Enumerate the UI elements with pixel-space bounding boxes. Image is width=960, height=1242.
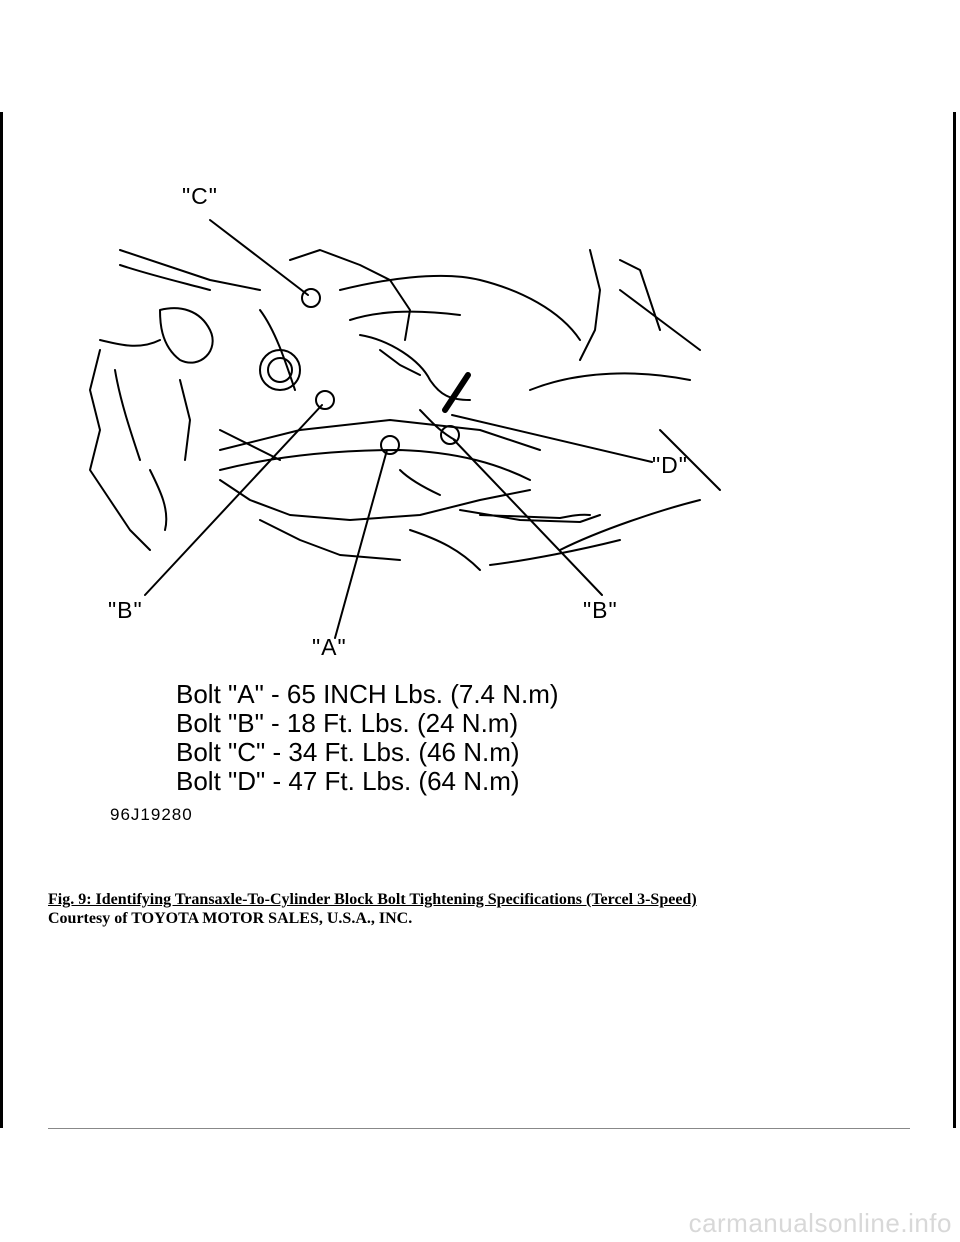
spec-bolt-a: Bolt "A" - 65 INCH Lbs. (7.4 N.m): [176, 679, 559, 709]
figure-code: 96J19280: [110, 805, 193, 824]
caption-title: Fig. 9: Identifying Transaxle-To-Cylinde…: [48, 891, 697, 908]
page-bottom-rule: [48, 1128, 910, 1129]
spec-bolt-d: Bolt "D" - 47 Ft. Lbs. (64 N.m): [176, 766, 520, 796]
caption-credit: Courtesy of TOYOTA MOTOR SALES, U.S.A., …: [48, 910, 413, 927]
transaxle-line-drawing: [89, 219, 721, 639]
page-border-left: [0, 112, 3, 1128]
callout-label-d: "D": [652, 452, 688, 478]
page-border-right: [953, 112, 956, 1128]
spec-bolt-b: Bolt "B" - 18 Ft. Lbs. (24 N.m): [176, 708, 519, 738]
callout-label-b-right: "B": [583, 597, 618, 623]
spec-bolt-c: Bolt "C" - 34 Ft. Lbs. (46 N.m): [176, 737, 520, 767]
figure-caption: Fig. 9: Identifying Transaxle-To-Cylinde…: [48, 890, 697, 928]
callout-label-c: "C": [182, 183, 218, 209]
torque-spec-list: Bolt "A" - 65 INCH Lbs. (7.4 N.m) Bolt "…: [176, 680, 559, 796]
callout-label-b-left: "B": [108, 597, 143, 623]
callout-label-a: "A": [312, 634, 347, 660]
watermark: carmanualsonline.info: [688, 1208, 952, 1238]
